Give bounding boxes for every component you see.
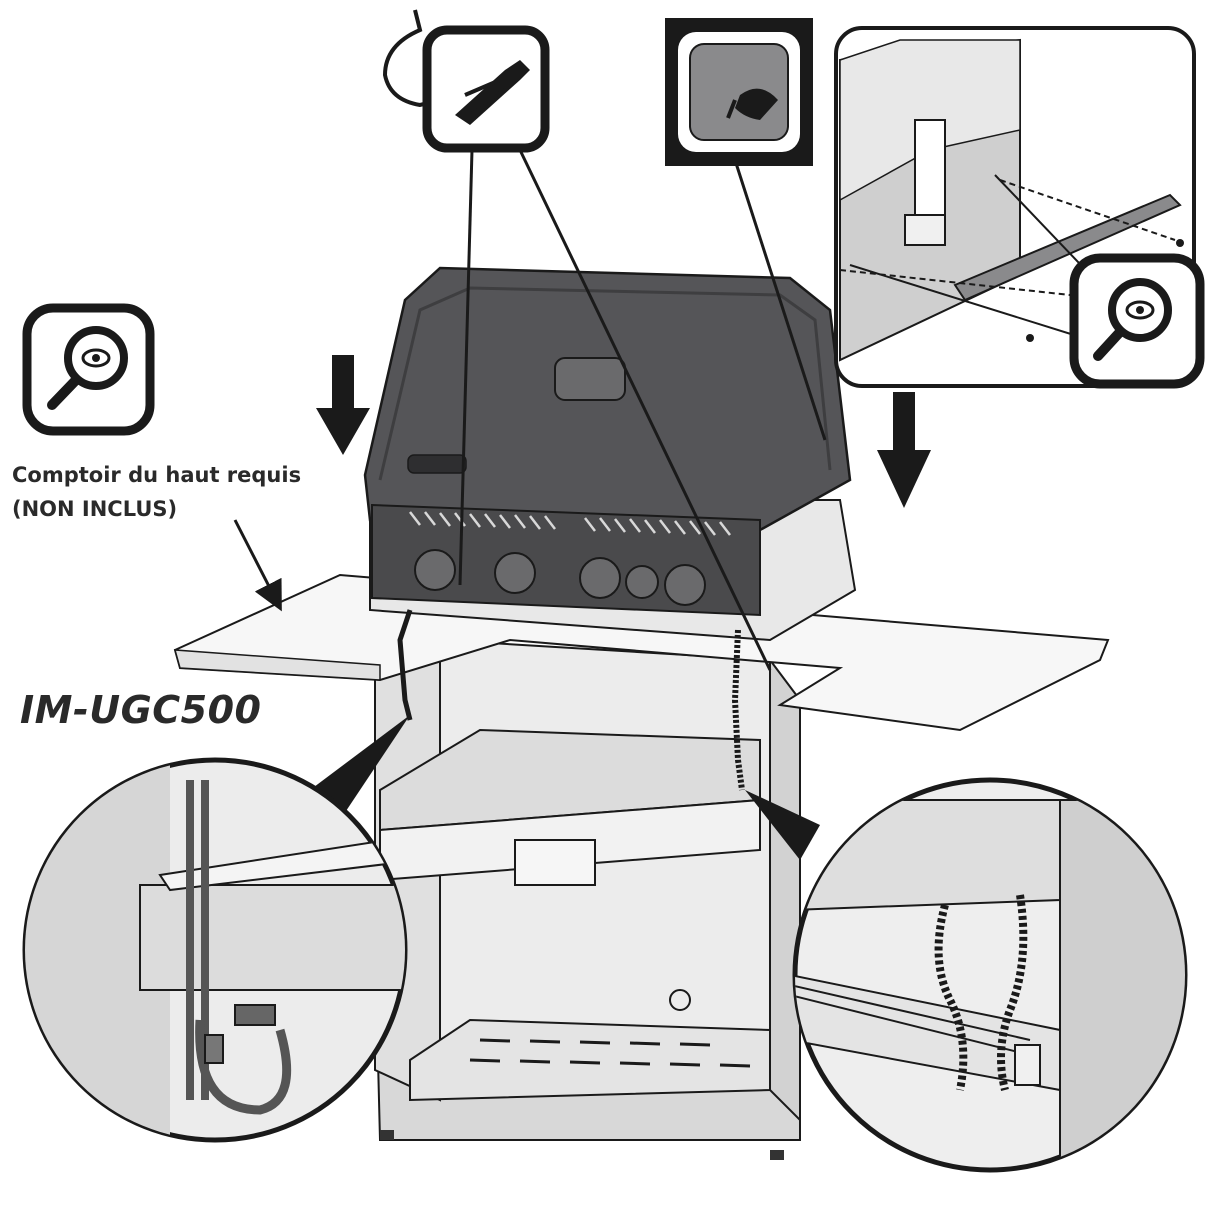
right-zoom-pointer bbox=[745, 790, 820, 860]
countertop-required-label: Comptoir du haut requis (NON INCLUS) bbox=[12, 458, 301, 526]
brand-logo bbox=[407, 454, 467, 474]
left-zoom-circle bbox=[22, 757, 408, 1143]
down-arrow-left bbox=[316, 355, 370, 455]
callout-lines bbox=[233, 149, 827, 671]
knob-5 bbox=[664, 564, 706, 606]
down-arrow-right bbox=[877, 392, 931, 508]
knob-2 bbox=[494, 552, 536, 594]
inspect-magnifier-icon bbox=[22, 303, 155, 436]
middle-shelf bbox=[379, 728, 761, 832]
regulator-bracket bbox=[514, 839, 596, 886]
knob-1 bbox=[414, 549, 456, 591]
zip-tie-cutter-icon bbox=[382, 9, 550, 153]
knob-4 bbox=[625, 565, 659, 599]
right-hose bbox=[731, 629, 745, 791]
right-zoom-circle bbox=[792, 777, 1188, 1173]
vent-slots bbox=[469, 1038, 751, 1068]
bottom-vent-tray bbox=[409, 1018, 771, 1102]
model-code-label: IM-UGC500 bbox=[20, 688, 262, 732]
front-vent-slots bbox=[409, 511, 731, 536]
countertop-label-line1: Comptoir du haut requis bbox=[12, 463, 302, 487]
knob-3 bbox=[579, 557, 621, 599]
peel-film-icon bbox=[665, 18, 813, 166]
grill-head bbox=[363, 266, 857, 642]
lid-handle bbox=[554, 357, 626, 401]
control-knobs bbox=[414, 549, 706, 606]
left-zoom-pointer bbox=[310, 715, 410, 820]
cabinet bbox=[374, 638, 801, 1160]
countertop-label-line2: (NON INCLUS) bbox=[12, 497, 178, 521]
inspect-magnifier-icon bbox=[1069, 253, 1205, 389]
left-hose bbox=[397, 609, 413, 721]
